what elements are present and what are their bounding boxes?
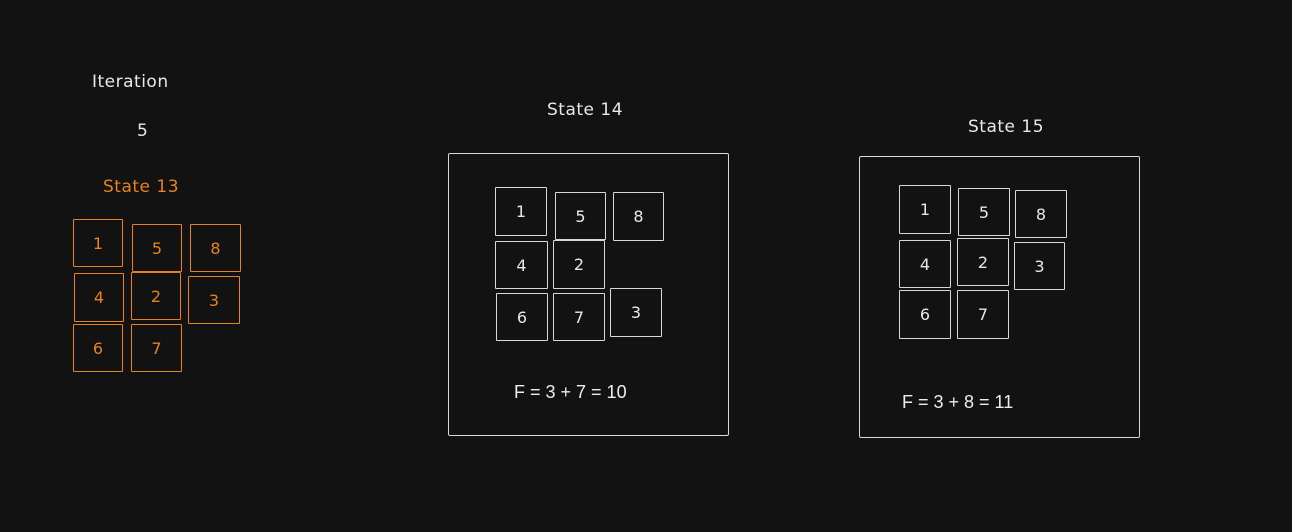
state-13-tile: 5 <box>132 224 182 272</box>
state-13-tile: 4 <box>74 273 124 322</box>
state-14-frame <box>448 153 729 436</box>
state-13-tile: 8 <box>190 224 241 272</box>
state-15-tile: 1 <box>899 185 951 234</box>
state-13-tile: 7 <box>131 324 182 372</box>
state-15-tile: 5 <box>958 188 1010 236</box>
state-15-tile: 7 <box>957 290 1009 339</box>
state-14-tile: 8 <box>613 192 664 241</box>
state-13-tile: 6 <box>73 324 123 372</box>
iteration-label: Iteration <box>92 72 169 92</box>
state-15-frame <box>859 156 1140 438</box>
iteration-value: 5 <box>137 121 149 141</box>
state-15-formula: F = 3 + 8 = 11 <box>902 392 1014 412</box>
state-15-tile: 6 <box>899 290 951 339</box>
state-15-tile: 8 <box>1015 190 1067 238</box>
state-14-tile: 6 <box>496 293 548 341</box>
state-15-tile: 3 <box>1014 242 1065 290</box>
state-14-formula: F = 3 + 7 = 10 <box>514 382 627 402</box>
state-14-tile: 3 <box>610 288 662 337</box>
state-14-tile: 2 <box>553 240 605 289</box>
state-14-tile: 4 <box>495 241 548 289</box>
state-14-tile: 7 <box>553 293 605 341</box>
state-13-tile: 1 <box>73 219 123 267</box>
state-13-tile: 2 <box>131 272 181 320</box>
state-13-tile: 3 <box>188 276 240 324</box>
state-14-tile: 5 <box>555 192 606 240</box>
state-13-title: State 13 <box>103 177 180 197</box>
state-14-tile: 1 <box>495 187 547 236</box>
state-15-tile: 4 <box>899 240 951 288</box>
state-15-tile: 2 <box>957 238 1009 286</box>
state-15-title: State 15 <box>968 117 1045 137</box>
state-14-title: State 14 <box>547 100 624 120</box>
